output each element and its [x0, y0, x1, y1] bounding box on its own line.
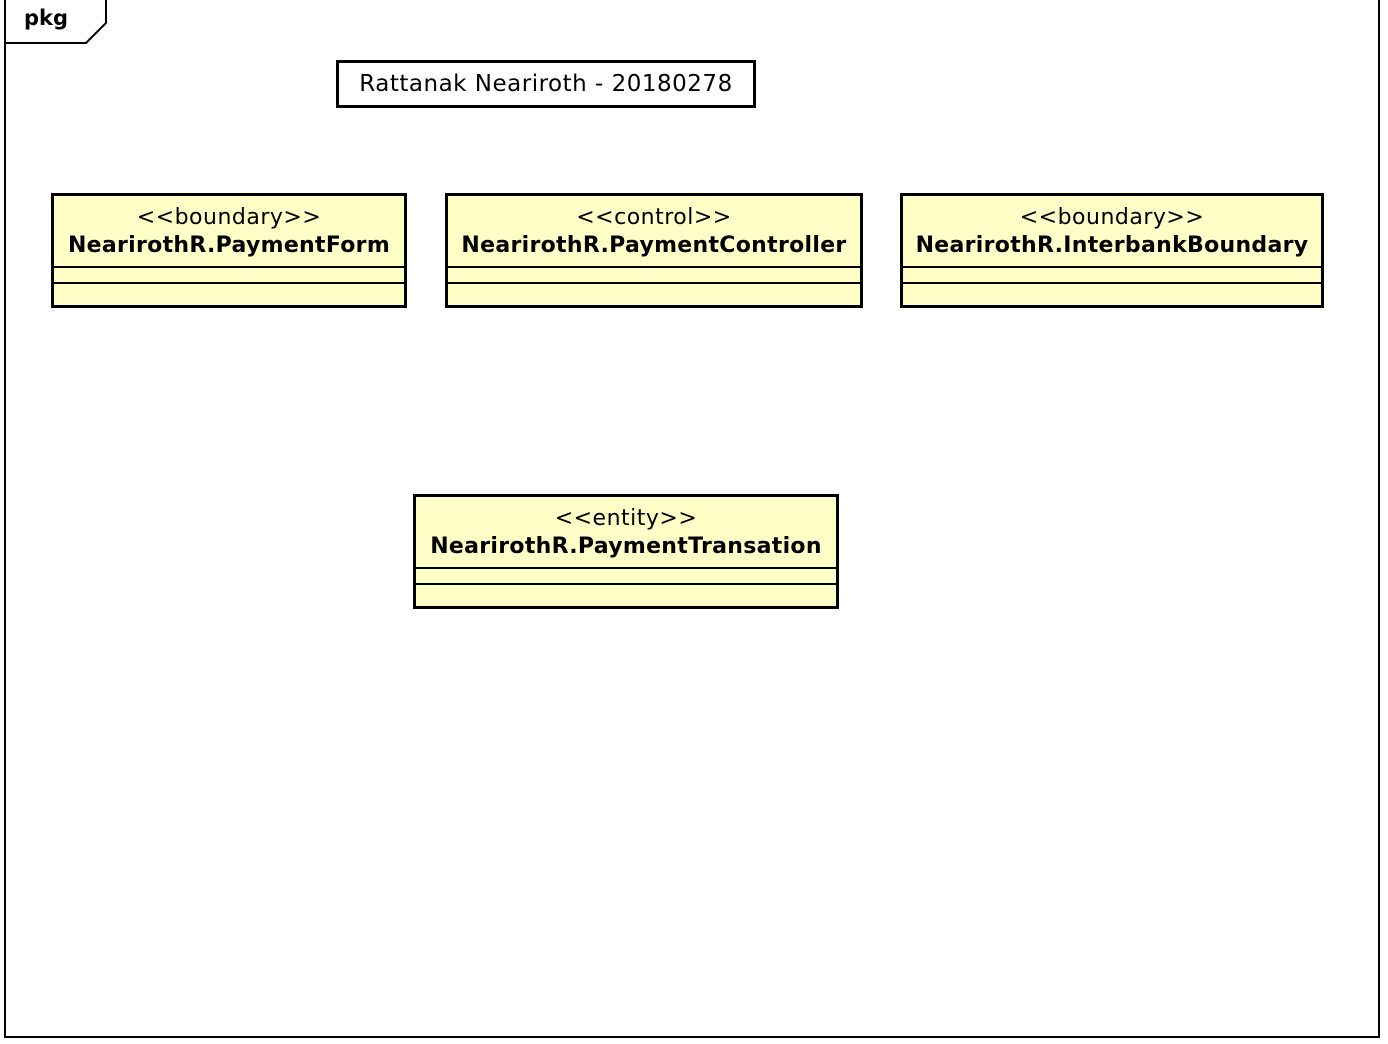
class-name: NearirothR.PaymentTransation — [430, 534, 822, 559]
class-header: <<entity>> NearirothR.PaymentTransation — [416, 497, 836, 569]
class-stereotype: <<boundary>> — [1019, 205, 1205, 230]
class-payment-transation[interactable]: <<entity>> NearirothR.PaymentTransation — [413, 494, 839, 609]
class-header: <<boundary>> NearirothR.PaymentForm — [54, 196, 404, 268]
class-stereotype: <<control>> — [576, 205, 732, 230]
operations-compartment — [416, 585, 836, 606]
attributes-compartment — [416, 569, 836, 585]
class-header: <<control>> NearirothR.PaymentController — [448, 196, 860, 268]
operations-compartment — [448, 284, 860, 305]
class-name: NearirothR.PaymentController — [461, 233, 847, 258]
author-note-text: Rattanak Neariroth - 20180278 — [359, 71, 733, 97]
class-name: NearirothR.PaymentForm — [67, 233, 391, 258]
class-payment-form[interactable]: <<boundary>> NearirothR.PaymentForm — [51, 193, 407, 308]
frame-label: pkg — [24, 6, 69, 30]
operations-compartment — [903, 284, 1321, 305]
package-frame — [4, 0, 1380, 1038]
class-stereotype: <<boundary>> — [136, 205, 322, 230]
class-interbank-boundary[interactable]: <<boundary>> NearirothR.InterbankBoundar… — [900, 193, 1324, 308]
class-payment-controller[interactable]: <<control>> NearirothR.PaymentController — [445, 193, 863, 308]
operations-compartment — [54, 284, 404, 305]
package-frame-tab: pkg — [4, 0, 108, 44]
class-header: <<boundary>> NearirothR.InterbankBoundar… — [903, 196, 1321, 268]
attributes-compartment — [903, 268, 1321, 284]
class-stereotype: <<entity>> — [554, 506, 698, 531]
attributes-compartment — [54, 268, 404, 284]
author-note[interactable]: Rattanak Neariroth - 20180278 — [336, 60, 756, 108]
attributes-compartment — [448, 268, 860, 284]
frame-tab-outline — [4, 0, 107, 44]
class-name: NearirothR.InterbankBoundary — [915, 233, 1309, 258]
